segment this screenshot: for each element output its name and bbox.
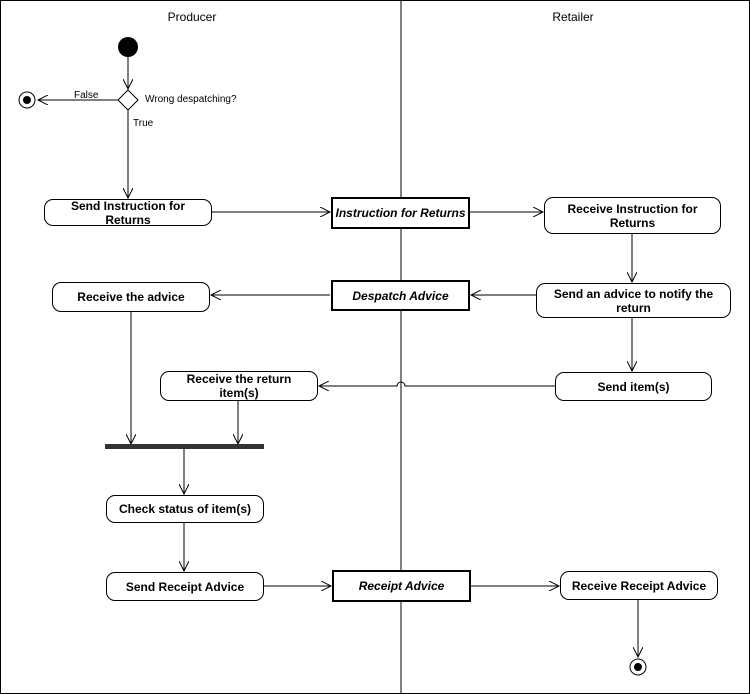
initial-node xyxy=(118,37,138,57)
activity-check-status-label: Check status of item(s) xyxy=(118,502,252,516)
activity-receive-instruction-label: Receive Instruction for Returns xyxy=(567,201,698,230)
activity-send-instruction: Send Instruction for Returns xyxy=(44,198,212,227)
object-receipt-advice: Receipt Advice xyxy=(332,570,471,602)
activity-send-receipt-advice: Send Receipt Advice xyxy=(106,572,264,601)
activity-receive-advice-label: Receive the advice xyxy=(77,290,185,304)
decision-question: Wrong despatching? xyxy=(145,94,237,105)
activity-receive-return-items: Receive the return item(s) xyxy=(160,371,318,401)
activity-send-receipt-advice-label: Send Receipt Advice xyxy=(125,579,245,594)
object-instruction-for-returns-label: Instruction for Returns xyxy=(335,206,466,220)
object-despatch-advice-label: Despatch Advice xyxy=(352,288,449,303)
object-despatch-advice: Despatch Advice xyxy=(331,280,470,311)
object-instruction-for-returns: Instruction for Returns xyxy=(331,197,470,229)
activity-send-advice-notify: Send an advice to notify the return xyxy=(536,283,731,318)
activity-receive-receipt-advice-label: Receive Receipt Advice xyxy=(571,578,707,593)
activity-send-items-label: Send item(s) xyxy=(597,379,670,394)
activity-receive-advice: Receive the advice xyxy=(52,282,210,312)
activity-receive-receipt-advice: Receive Receipt Advice xyxy=(560,571,718,600)
activity-receive-instruction: Receive Instruction for Returns xyxy=(544,197,721,234)
activity-send-advice-notify-label: Send an advice to notify the return xyxy=(553,286,714,315)
decision-true-label: True xyxy=(133,118,154,129)
decision-node xyxy=(117,89,139,111)
object-receipt-advice-label: Receipt Advice xyxy=(358,579,445,593)
final-node-bottom-inner xyxy=(634,663,642,671)
activity-check-status: Check status of item(s) xyxy=(106,495,264,523)
join-bar xyxy=(105,444,264,449)
activity-send-items: Send item(s) xyxy=(555,372,712,401)
final-node-left-inner xyxy=(23,96,31,104)
lane-title-retailer: Retailer xyxy=(552,10,594,24)
flow-send-items-to-receive-items xyxy=(319,382,555,386)
activity-receive-return-items-label: Receive the return item(s) xyxy=(186,372,292,400)
decision-false-label: False xyxy=(74,90,99,101)
lane-title-producer: Producer xyxy=(167,10,217,24)
activity-send-instruction-label: Send Instruction for Returns xyxy=(71,198,185,227)
